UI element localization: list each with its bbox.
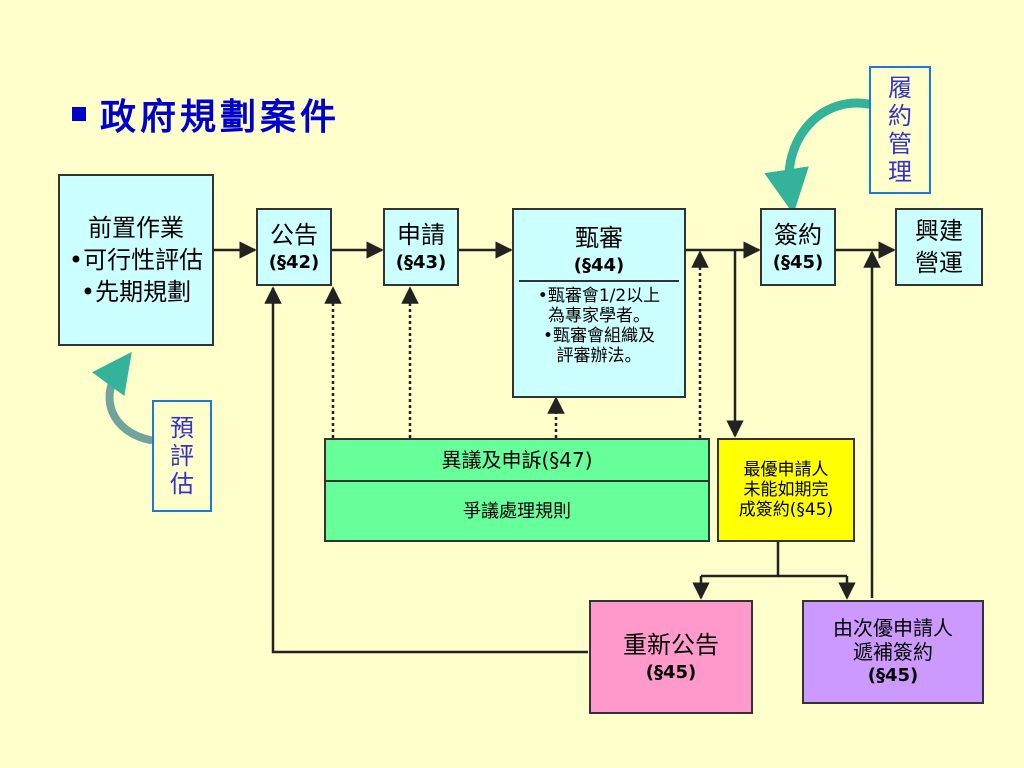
- build-line-2: 營運: [915, 249, 963, 277]
- reannounce-box: 重新公告 (§45): [589, 600, 753, 714]
- apply-section: (§43): [395, 252, 447, 273]
- fail-line-1: 最優申請人: [743, 460, 829, 480]
- contract-management-char-2: 約: [888, 102, 912, 130]
- review-note-3: •甄審會組織及: [542, 326, 656, 346]
- review-title: 甄審: [575, 224, 623, 252]
- next-best-line-1: 由次優申請人: [833, 616, 953, 640]
- dispute-box: 異議及申訴(§47) 爭議處理規則: [324, 438, 710, 542]
- apply-box: 申請 (§43): [383, 208, 459, 286]
- sign-section: (§45): [772, 252, 824, 273]
- announce-title: 公告: [270, 221, 318, 249]
- review-box: 甄審 (§44) •甄審會1/2以上 為專家學者。 •甄審會組織及 評審辦法。: [512, 208, 686, 398]
- review-note-2: 為專家學者。: [548, 306, 650, 326]
- title-bullet-icon: [72, 107, 86, 121]
- pre-work-line-1: •可行性評估: [68, 246, 204, 274]
- fail-line-2: 未能如期完: [743, 480, 829, 500]
- pre-evaluation-label: 預 評 估: [152, 400, 212, 512]
- announce-box: 公告 (§42): [256, 208, 332, 286]
- sign-box: 簽約 (§45): [760, 208, 836, 286]
- dispute-subtitle: 爭議處理規則: [463, 501, 571, 522]
- contract-management-char-3: 管: [888, 130, 912, 158]
- build-box: 興建 營運: [895, 208, 983, 286]
- curved-arrow-preeval-icon: [92, 351, 154, 444]
- next-best-section: (§45): [867, 665, 919, 686]
- review-note-4: 評審辦法。: [556, 346, 642, 366]
- pre-work-line-2: •先期規劃: [80, 278, 192, 306]
- pre-work-box: 前置作業 •可行性評估 •先期規劃: [58, 174, 214, 346]
- build-line-1: 興建: [915, 217, 963, 245]
- arrow-reannounce-announce: [264, 286, 588, 654]
- reannounce-title: 重新公告: [623, 631, 719, 659]
- sign-title: 簽約: [774, 221, 822, 249]
- pre-evaluation-char-3: 估: [170, 470, 194, 498]
- pre-evaluation-char-1: 預: [170, 414, 194, 442]
- fail-to-sign-box: 最優申請人 未能如期完 成簽約(§45): [717, 438, 855, 542]
- page-title-text: 政府規劃案件: [100, 96, 341, 138]
- next-best-line-2: 遞補簽約: [853, 640, 933, 664]
- review-section: (§44): [573, 255, 625, 276]
- apply-title: 申請: [397, 221, 445, 249]
- contract-management-char-1: 履: [888, 74, 912, 102]
- page-title: 政府規劃案件: [72, 88, 340, 140]
- announce-section: (§42): [268, 252, 320, 273]
- fail-line-3: 成簽約(§45): [738, 500, 834, 520]
- next-best-box: 由次優申請人 遞補簽約 (§45): [802, 600, 984, 704]
- pre-evaluation-char-2: 評: [170, 442, 194, 470]
- pre-work-title: 前置作業: [88, 214, 184, 242]
- dispute-title: 異議及申訴(§47): [326, 440, 708, 482]
- split-fail: [701, 542, 780, 578]
- review-divider: [519, 280, 679, 282]
- contract-management-label: 履 約 管 理: [869, 66, 931, 194]
- curved-arrow-contract-icon: [764, 98, 873, 215]
- review-note-1: •甄審會1/2以上: [537, 286, 661, 306]
- reannounce-section: (§45): [645, 662, 697, 683]
- contract-management-char-4: 理: [888, 158, 912, 186]
